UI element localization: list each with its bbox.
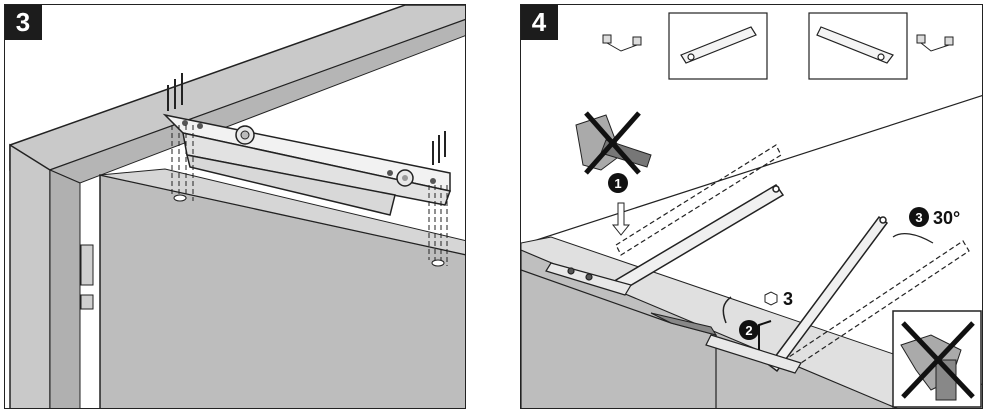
arm-detail-thumbnail-left xyxy=(668,12,768,80)
step-3-illustration xyxy=(9,5,465,408)
hinge-lower xyxy=(80,294,94,310)
hinge-upper xyxy=(80,244,94,286)
lift-arrow xyxy=(722,296,732,324)
down-arrow xyxy=(611,202,631,236)
rotate-arrow xyxy=(892,233,934,244)
door-leaf xyxy=(521,269,717,408)
lower-plate xyxy=(705,334,802,374)
no-drill-icon xyxy=(900,321,975,401)
arm-right-solid xyxy=(767,215,889,373)
screws-right xyxy=(432,131,446,165)
closer-plate xyxy=(545,262,632,296)
arm-orientation-icon-left xyxy=(602,34,642,52)
step-1-marker xyxy=(608,173,628,193)
hex-icon xyxy=(764,291,778,306)
screws-left xyxy=(167,73,183,111)
door-closer-body xyxy=(162,113,451,216)
hex-key-icon xyxy=(758,320,772,350)
step-1-number: 1 xyxy=(614,176,621,191)
step-3-number: 3 xyxy=(915,210,922,225)
arm-orientation-icon-right xyxy=(916,34,954,52)
door-top-edge xyxy=(99,168,465,256)
step-4-panel: 4 xyxy=(520,4,983,409)
arm-dashed-upper xyxy=(615,144,782,256)
alignment-lines xyxy=(171,125,448,266)
door-edge xyxy=(650,312,718,336)
step-3-marker xyxy=(909,207,929,227)
frame-jamb xyxy=(9,143,51,408)
step-2-marker xyxy=(739,320,759,340)
step-number-badge: 3 xyxy=(5,5,42,40)
hex-size-label: 3 xyxy=(783,289,793,309)
step-4-illustration: 1 2 3 30° 3 xyxy=(521,12,982,408)
no-hammer-icon xyxy=(575,111,652,175)
frame-jamb-inner xyxy=(49,169,81,408)
step-number-badge: 4 xyxy=(521,5,558,40)
step-3-panel: 3 xyxy=(4,4,466,409)
step-2-number: 2 xyxy=(745,323,752,338)
drill-holes xyxy=(173,194,445,267)
angle-label: 30° xyxy=(933,208,960,228)
